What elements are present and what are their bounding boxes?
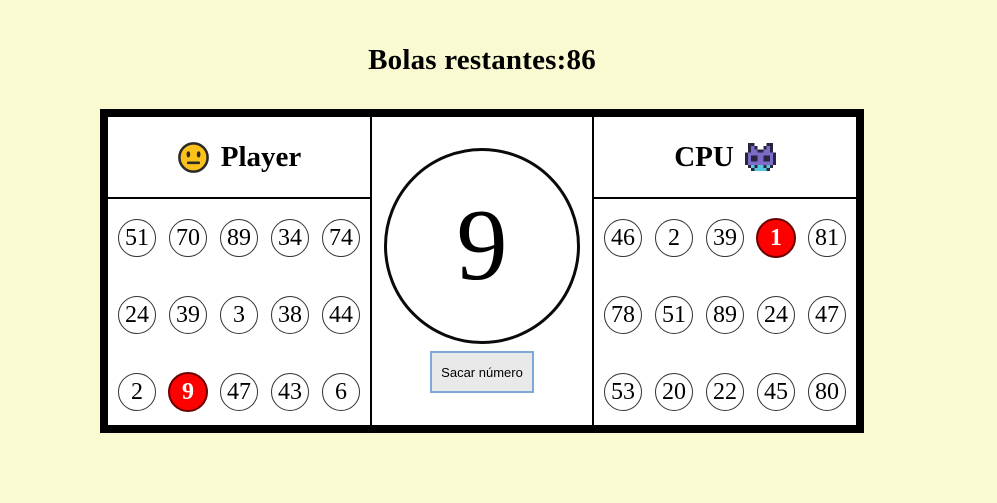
number-cell: 43 [271, 373, 309, 411]
number-cell: 89 [706, 296, 744, 334]
number-cell: 6 [322, 373, 360, 411]
cpu-panel: CPU 46 2 39 1 81 78 51 89 24 47 53 20 22 45 80 [594, 117, 856, 425]
cpu-name: CPU [674, 140, 734, 173]
number-cell: 47 [808, 296, 846, 334]
number-cell: 51 [118, 219, 156, 257]
number-cell: 74 [322, 219, 360, 257]
number-cell: 81 [808, 219, 846, 257]
number-cell: 53 [604, 373, 642, 411]
number-cell: 34 [271, 219, 309, 257]
card-row: 51 70 89 34 74 [118, 219, 360, 257]
number-cell: 39 [169, 296, 207, 334]
current-ball-display: 9 [384, 148, 580, 344]
player-header: Player [108, 117, 370, 199]
number-cell: 24 [757, 296, 795, 334]
number-cell: 46 [604, 219, 642, 257]
number-cell: 89 [220, 219, 258, 257]
card-row: 53 20 22 45 80 [604, 373, 846, 411]
balls-remaining-title: Bolas restantes:86 [368, 44, 596, 76]
draw-panel: 9 Sacar número [370, 117, 594, 425]
draw-number-button[interactable]: Sacar número [430, 351, 534, 393]
number-cell: 39 [706, 219, 744, 257]
number-cell-marked: 1 [756, 218, 796, 258]
card-row: 78 51 89 24 47 [604, 296, 846, 334]
number-cell: 2 [655, 219, 693, 257]
number-cell: 2 [118, 373, 156, 411]
number-cell: 3 [220, 296, 258, 334]
number-cell: 51 [655, 296, 693, 334]
player-name: Player [220, 140, 302, 173]
number-cell: 44 [322, 296, 360, 334]
number-cell: 47 [220, 373, 258, 411]
card-row: 24 39 3 38 44 [118, 296, 360, 334]
number-cell: 80 [808, 373, 846, 411]
number-cell: 70 [169, 219, 207, 257]
card-row: 46 2 39 1 81 [604, 218, 846, 258]
alien-monster-icon [744, 143, 776, 171]
number-cell: 20 [655, 373, 693, 411]
number-cell: 24 [118, 296, 156, 334]
cpu-header: CPU [594, 117, 856, 199]
number-cell-marked: 9 [168, 372, 208, 412]
number-cell: 45 [757, 373, 795, 411]
cpu-card: 46 2 39 1 81 78 51 89 24 47 53 20 22 45 80 [594, 199, 856, 425]
current-ball-number: 9 [456, 189, 508, 302]
number-cell: 38 [271, 296, 309, 334]
neutral-face-icon [177, 141, 209, 173]
number-cell: 22 [706, 373, 744, 411]
number-cell: 78 [604, 296, 642, 334]
